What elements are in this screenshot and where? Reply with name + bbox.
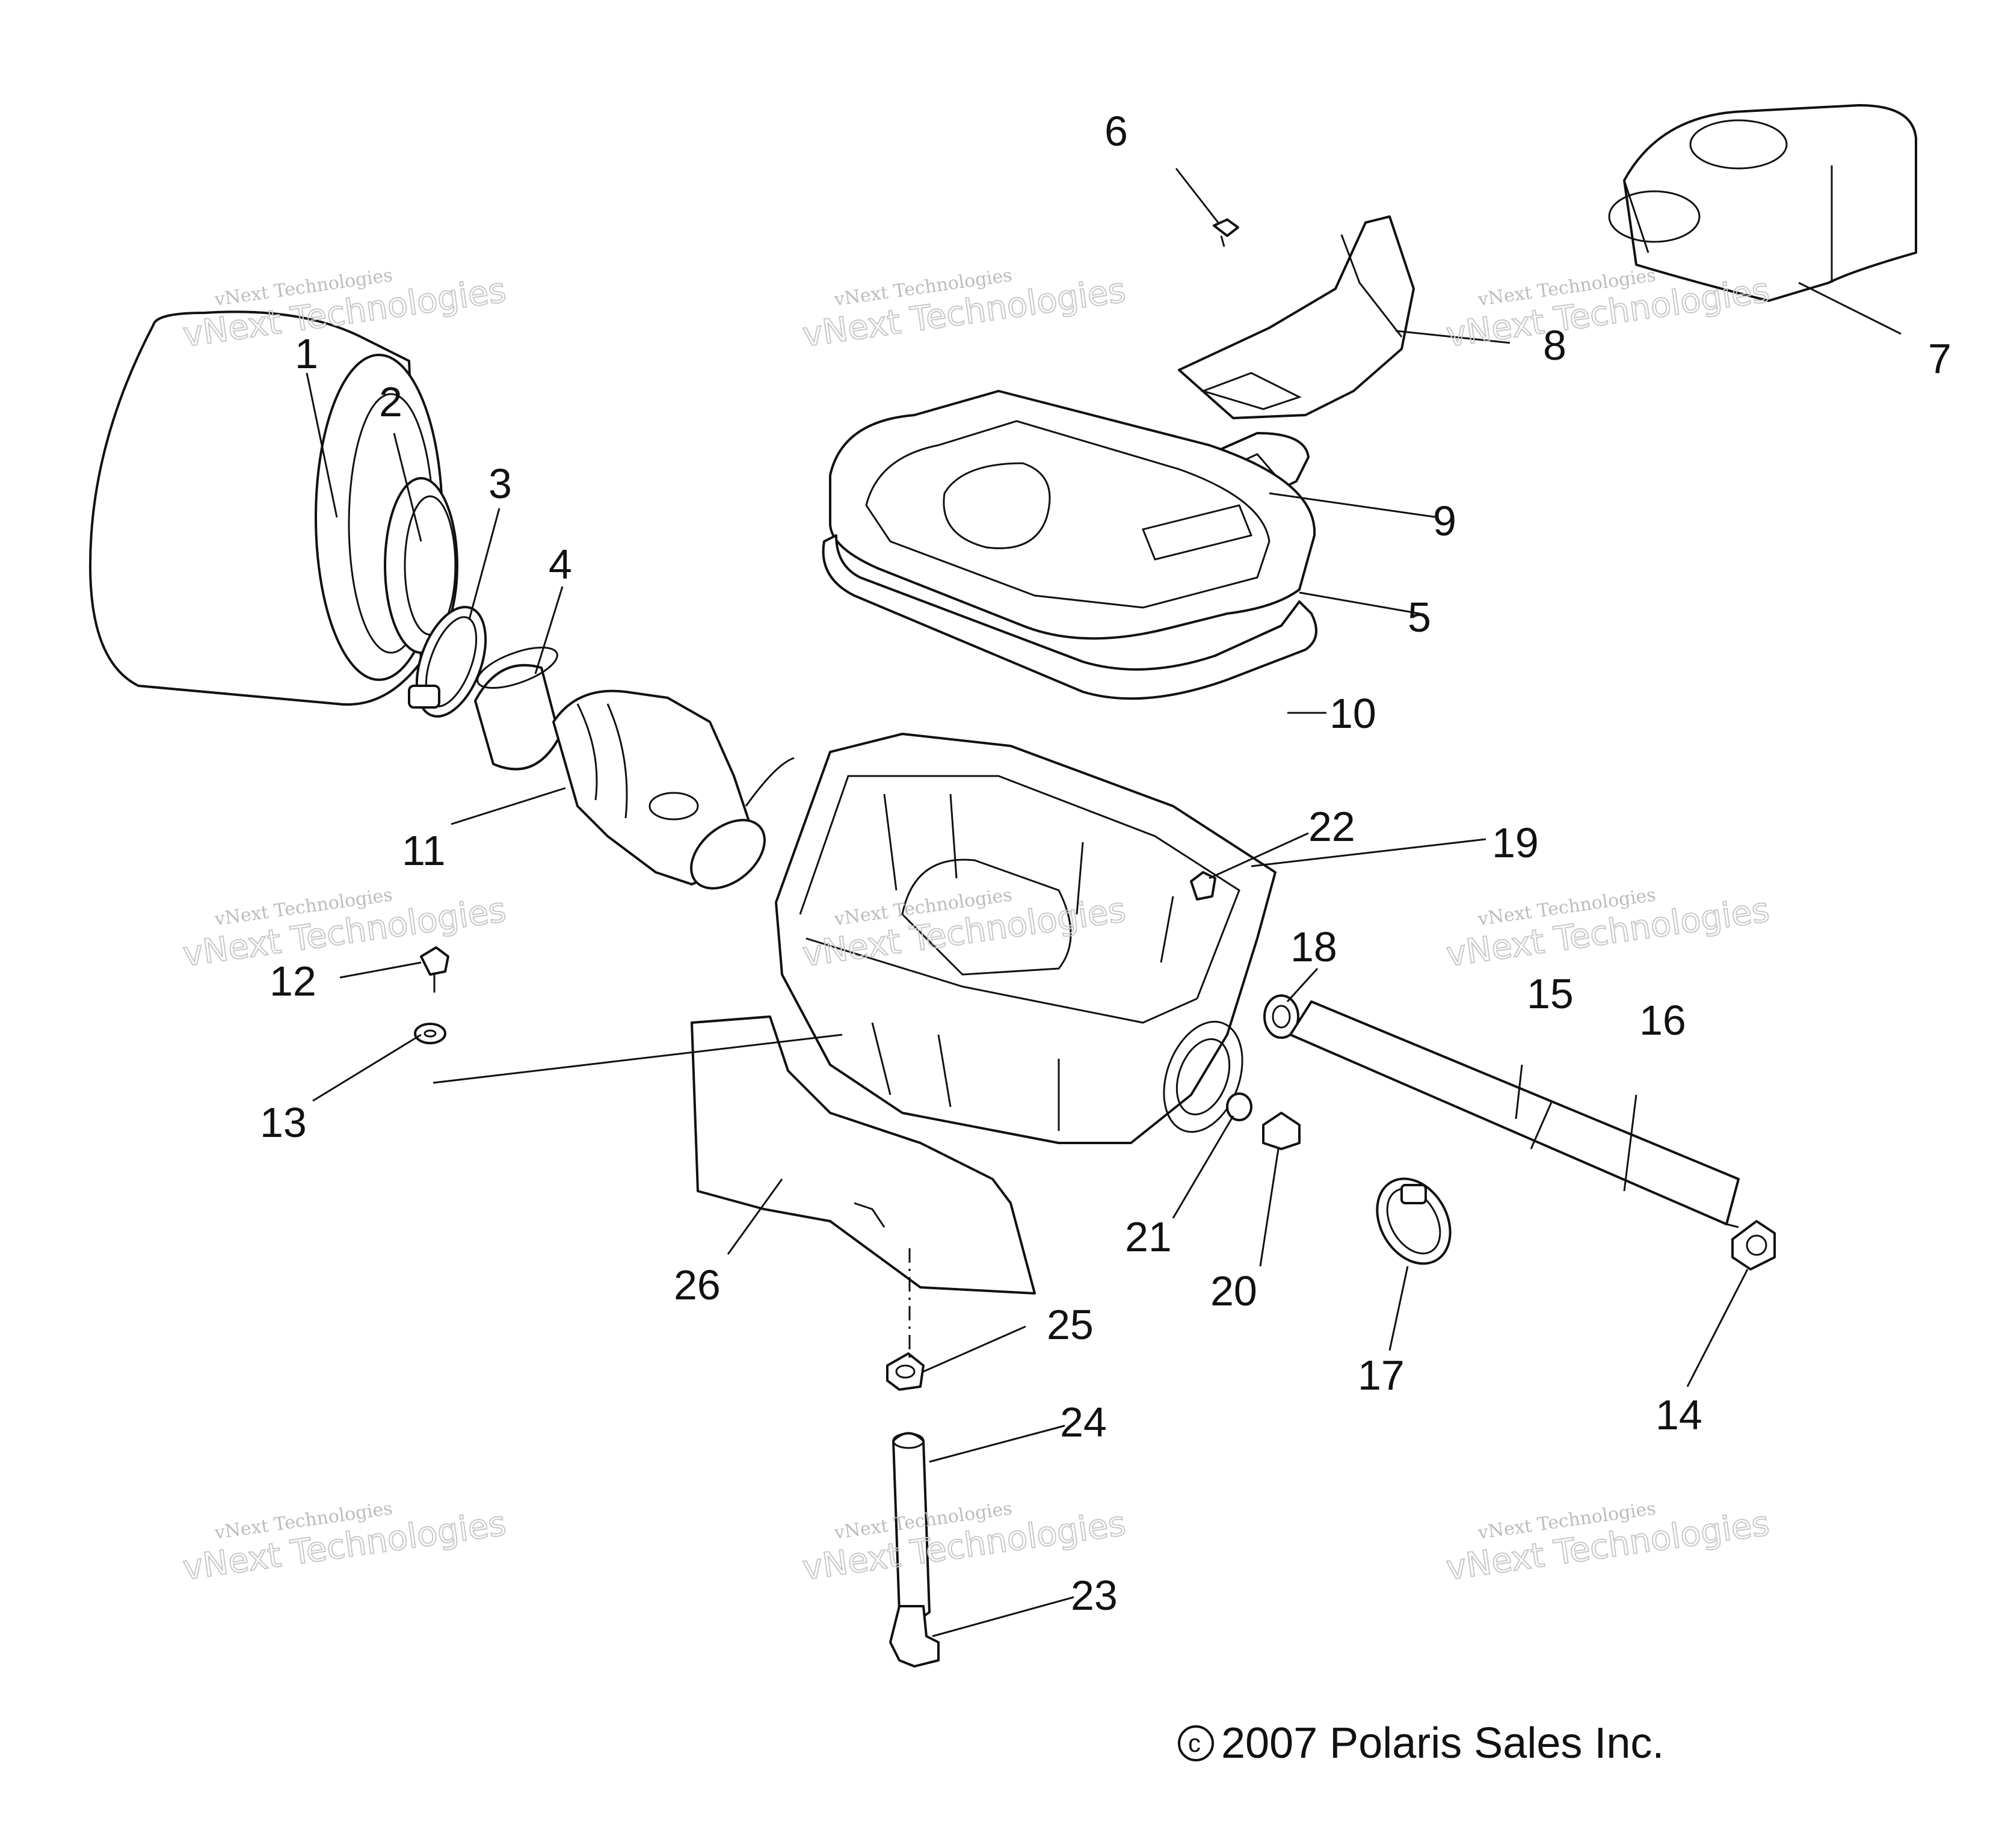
- callout-25: 25: [1047, 1301, 1094, 1348]
- copyright-notice: c 2007 Polaris Sales Inc.: [1178, 1719, 1664, 1767]
- part-5-lid: [829, 390, 1316, 640]
- part-8-intake-duct: [1178, 215, 1415, 419]
- callout-13: 13: [260, 1099, 307, 1146]
- callout-3: 3: [488, 460, 512, 507]
- callout-7: 7: [1928, 335, 1951, 382]
- callout-1: 1: [295, 330, 318, 377]
- callout-10: 10: [1329, 690, 1376, 737]
- part-12-bolt: [420, 946, 449, 993]
- callout-23: 23: [1071, 1572, 1118, 1619]
- callout-2: 2: [379, 378, 402, 425]
- part-26-plate: [691, 1015, 1036, 1295]
- part-19-airbox: [775, 733, 1277, 1144]
- part-1-air-filter: [89, 310, 443, 706]
- copyright-circle-icon: [1178, 1725, 1214, 1761]
- leader-lines: [306, 168, 1902, 1637]
- part-21-grommet: [1226, 1092, 1252, 1121]
- callout-17: 17: [1358, 1352, 1405, 1399]
- callout-20: 20: [1210, 1267, 1257, 1314]
- callout-14: 14: [1656, 1391, 1702, 1438]
- callout-15: 15: [1527, 970, 1574, 1017]
- part-20-spacer: [1262, 1112, 1301, 1150]
- watermark-bottom-left: vNext Technologies vNext Technologies: [180, 1498, 509, 1589]
- watermark-bottom-right: vNext Technologies vNext Technologies: [1443, 1498, 1772, 1589]
- callout-19: 19: [1492, 819, 1539, 866]
- part-7-cover: [1608, 104, 1917, 302]
- callout-9: 9: [1433, 497, 1456, 544]
- part-22-clip: [1190, 871, 1216, 901]
- copyright-symbol: c: [1188, 1729, 1201, 1757]
- part-4-sleeve: [474, 646, 561, 771]
- part-23-valve: [889, 1605, 940, 1668]
- part-11-boot: [552, 689, 795, 890]
- part-10-seal: [822, 534, 1317, 700]
- callout-12: 12: [270, 958, 316, 1005]
- part-18-grommet: [1263, 994, 1299, 1039]
- part-25-clamp: [886, 1352, 925, 1391]
- callout-8: 8: [1543, 322, 1566, 369]
- callout-18: 18: [1290, 923, 1337, 970]
- part-17-clamp: [1376, 1177, 1452, 1265]
- watermark-top-center: vNext Technologies vNext Technologies: [799, 265, 1129, 356]
- watermark-mid-right: vNext Technologies vNext Technologies: [1443, 884, 1772, 975]
- callout-11: 11: [402, 827, 446, 874]
- part-13-washer: [414, 1023, 446, 1044]
- callout-24: 24: [1060, 1399, 1107, 1446]
- part-14-fitting: [1731, 1220, 1776, 1270]
- copyright-text: 2007 Polaris Sales Inc.: [1221, 1719, 1664, 1767]
- callout-21: 21: [1125, 1213, 1172, 1260]
- part-6-screw: [1213, 218, 1239, 247]
- callout-26: 26: [674, 1261, 721, 1308]
- callout-22: 22: [1308, 803, 1355, 850]
- callout-5: 5: [1408, 594, 1431, 641]
- callout-16: 16: [1639, 997, 1686, 1044]
- part-3-clamp: [408, 606, 487, 718]
- callout-4: 4: [549, 541, 572, 588]
- callout-labels: 1 2 3 4 5 6 7 8 9 10 11 12 13 14 15 16 1…: [260, 108, 1951, 1619]
- watermark-mid-left: vNext Technologies vNext Technologies: [180, 884, 509, 975]
- callout-6: 6: [1104, 108, 1128, 155]
